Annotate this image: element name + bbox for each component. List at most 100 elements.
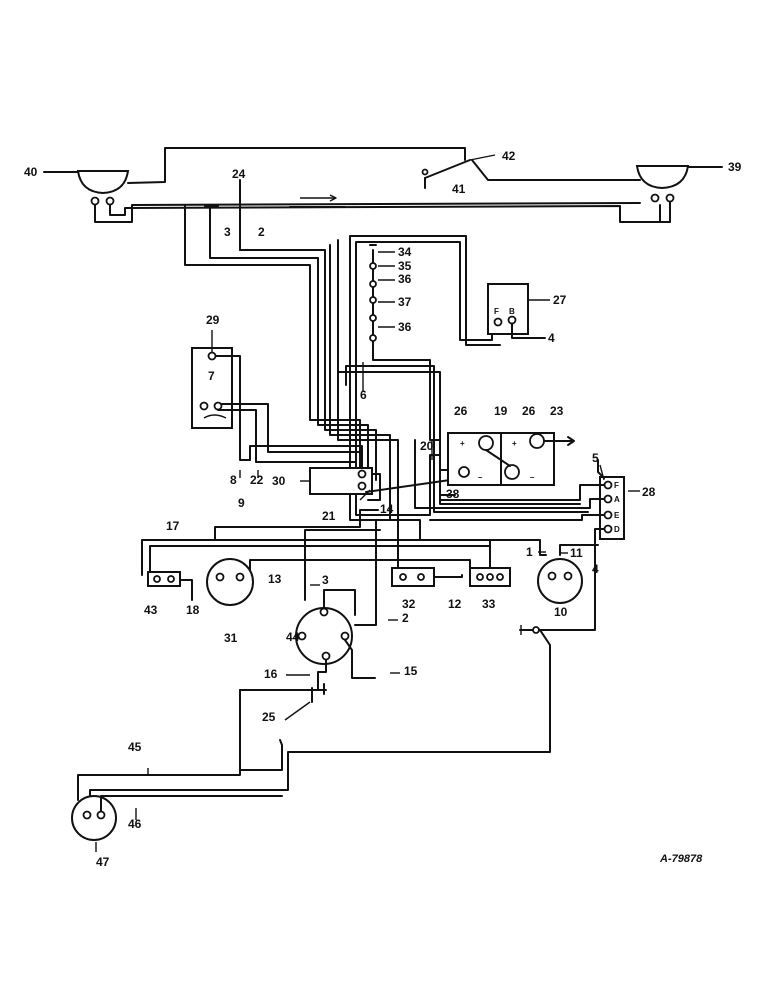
callout-4b: 4 xyxy=(592,562,599,576)
callout-15: 15 xyxy=(404,664,418,678)
callout-22: 22 xyxy=(250,473,264,487)
harness-right-2 xyxy=(345,365,589,513)
ground-10 xyxy=(89,625,551,801)
callout-26b: 26 xyxy=(522,404,536,418)
bus-2 xyxy=(354,519,377,626)
drawing-number: A-79878 xyxy=(659,853,703,865)
regulator-terminal-f: F xyxy=(494,307,499,316)
callout-21: 21 xyxy=(322,509,336,523)
connector-43 xyxy=(147,571,193,601)
bus-13 xyxy=(249,559,471,576)
generator-terminal-a: A xyxy=(614,495,620,504)
callout-4a: 4 xyxy=(548,331,555,345)
callout-23: 23 xyxy=(550,404,564,418)
callout-5: 5 xyxy=(592,451,599,465)
relay-21-arrow xyxy=(365,479,451,493)
switch-29 xyxy=(191,347,363,477)
connector-33 xyxy=(469,567,511,587)
callout-28: 28 xyxy=(642,485,656,499)
callout-34: 34 xyxy=(398,245,412,259)
generator-terminal-d: D xyxy=(614,525,620,534)
bus-9 xyxy=(214,509,379,541)
lamp-string xyxy=(349,235,501,573)
harness-mid-1 xyxy=(329,244,391,521)
callout-33: 33 xyxy=(482,597,496,611)
callout-45: 45 xyxy=(128,740,142,754)
harness-left-3 xyxy=(239,249,377,481)
bus-3 xyxy=(304,529,381,601)
regulator-terminal-b: B xyxy=(509,307,515,316)
callout-7: 7 xyxy=(208,369,215,383)
callout-6: 6 xyxy=(360,388,367,402)
callout-41: 41 xyxy=(452,182,466,196)
callout-8: 8 xyxy=(230,473,237,487)
generator-terminal-f: F xyxy=(614,481,619,490)
left-lamp-terminals xyxy=(90,194,661,223)
bus-to-11 xyxy=(559,544,599,556)
callout-46: 46 xyxy=(128,817,142,831)
callout-19: 19 xyxy=(494,404,508,418)
callout-42: 42 xyxy=(502,149,516,163)
callout-12: 12 xyxy=(448,597,462,611)
callout-25: 25 xyxy=(262,710,276,724)
callout-32: 32 xyxy=(402,597,416,611)
callout-31: 31 xyxy=(224,631,238,645)
junction-24 xyxy=(204,179,241,251)
battery-26: + + – – xyxy=(439,432,575,496)
callout-18: 18 xyxy=(186,603,200,617)
callout-30: 30 xyxy=(272,474,286,488)
callout-10: 10 xyxy=(554,605,568,619)
regulator-27: F B xyxy=(487,283,550,339)
callout-13: 13 xyxy=(268,572,282,586)
left-headlamp xyxy=(43,170,130,195)
callout-39: 39 xyxy=(728,160,742,174)
callout-2: 2 xyxy=(258,225,265,239)
leader-lines xyxy=(95,330,640,852)
callout-2b: 2 xyxy=(402,611,409,625)
right-lamp-terminals xyxy=(639,193,675,223)
callout-11: 11 xyxy=(570,546,583,560)
callout-36a: 36 xyxy=(398,272,412,286)
switch-44 xyxy=(295,589,376,691)
battery-terminal-minus-1: – xyxy=(478,473,483,482)
trailer-socket-47 xyxy=(71,795,283,841)
lamp-31 xyxy=(206,558,254,606)
callout-27: 27 xyxy=(553,293,567,307)
callout-3: 3 xyxy=(224,225,231,239)
callout-3b: 3 xyxy=(322,573,329,587)
callout-40: 40 xyxy=(24,165,38,179)
callout-24: 24 xyxy=(232,167,246,181)
battery-terminal-plus-2: + xyxy=(512,439,517,448)
harness-right-top xyxy=(337,371,581,505)
callout-47: 47 xyxy=(96,855,110,869)
callout-20: 20 xyxy=(420,439,434,453)
switch-25 xyxy=(77,683,327,801)
right-headlamp xyxy=(635,165,723,190)
battery-terminal-plus-1: + xyxy=(460,439,465,448)
callout-26a: 26 xyxy=(454,404,468,418)
headlamp-top-wire xyxy=(127,147,466,184)
callout-44: 44 xyxy=(286,630,300,644)
connector-32 xyxy=(391,567,463,587)
callout-29: 29 xyxy=(206,313,220,327)
callout-43: 43 xyxy=(144,603,158,617)
bus-17 xyxy=(141,539,547,576)
callout-1: 1 xyxy=(526,545,533,559)
battery-terminal-minus-2: – xyxy=(530,473,535,482)
harness-left-2 xyxy=(209,249,369,471)
lamp-11 xyxy=(537,558,583,604)
generator-terminal-e: E xyxy=(614,511,620,520)
harness-mid-2 xyxy=(337,239,399,571)
relay-30 xyxy=(300,467,381,501)
callout-37: 37 xyxy=(398,295,412,309)
callout-9: 9 xyxy=(238,496,245,510)
callout-17: 17 xyxy=(166,519,180,533)
switch-41 xyxy=(421,154,496,189)
callout-36b: 36 xyxy=(398,320,412,334)
callout-35: 35 xyxy=(398,259,412,273)
callout-16: 16 xyxy=(264,667,278,681)
callout-14: 14 xyxy=(380,502,394,516)
right-lamp-feed xyxy=(471,159,641,181)
callouts: 40 39 42 41 24 3 2 34 35 36 37 36 27 4 2… xyxy=(24,149,742,869)
